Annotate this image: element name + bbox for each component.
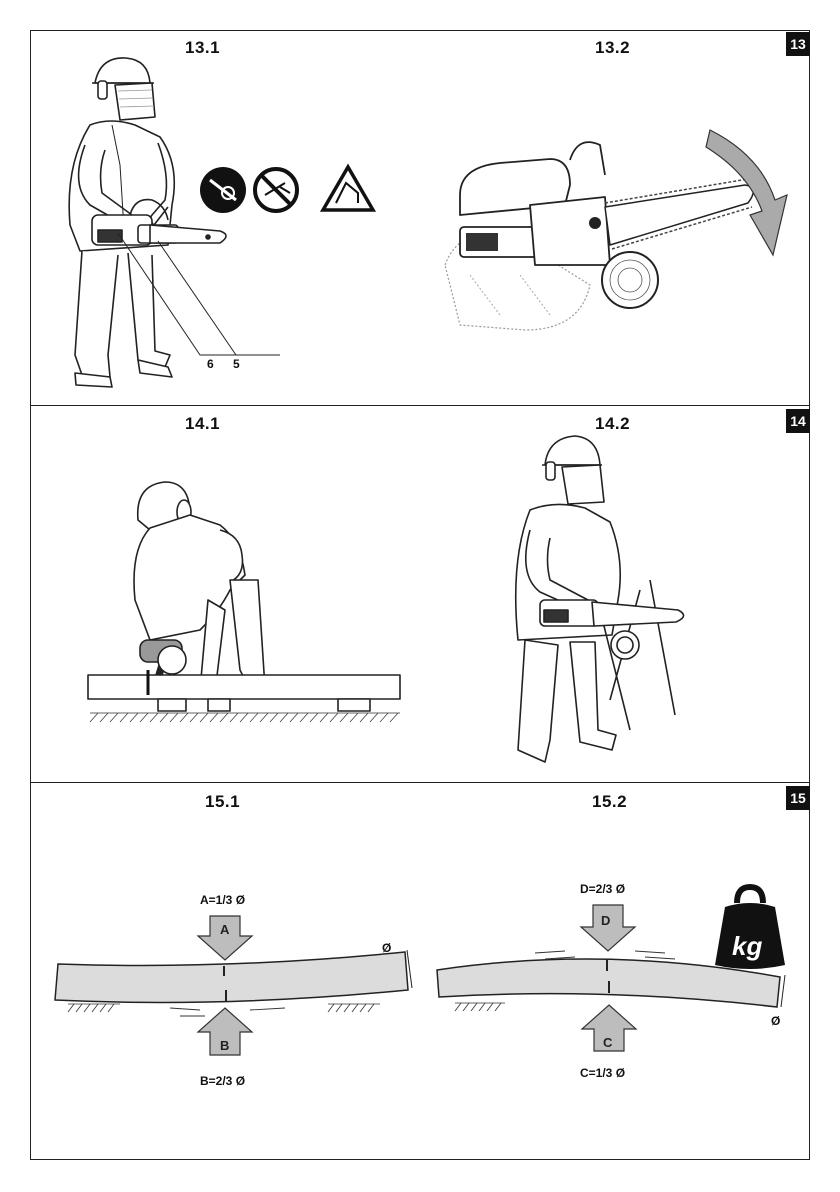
kickback-warning-icon [323, 167, 373, 210]
formula-d: D=2/3 Ø [580, 882, 625, 896]
fig-15-1-title: 15.1 [205, 792, 240, 812]
svg-text:B: B [220, 1038, 229, 1053]
formula-c: C=1/3 Ø [580, 1066, 625, 1080]
callout-6: 6 [207, 357, 214, 371]
operator-two-hand-grip-illustration: 6 5 [40, 55, 400, 400]
svg-text:D: D [601, 913, 610, 928]
svg-text:A: A [220, 922, 230, 937]
ground-cutting-illustration [80, 470, 410, 730]
callout-5: 5 [233, 357, 240, 371]
section-badge-15: 15 [786, 786, 810, 810]
section-badge-13: 13 [786, 32, 810, 56]
formula-b: B=2/3 Ø [200, 1074, 245, 1088]
fig-13-2-title: 13.2 [595, 38, 630, 58]
svg-text:kg: kg [732, 931, 762, 961]
arrow-a: A [198, 916, 252, 960]
no-one-hand-icon [255, 169, 297, 211]
weight-icon: kg [715, 887, 785, 969]
log-beam [55, 952, 408, 1002]
no-pinch-icon [200, 167, 246, 213]
arrow-c: C [582, 1005, 636, 1051]
section-divider [30, 405, 810, 406]
sawhorse-cutting-illustration [500, 430, 700, 775]
fig-15-2-title: 15.2 [592, 792, 627, 812]
section-divider [30, 782, 810, 783]
diameter-symbol: Ø [382, 941, 391, 955]
arrow-d: D [581, 905, 635, 951]
diameter-symbol: Ø [771, 1014, 780, 1028]
formula-a: A=1/3 Ø [200, 893, 245, 907]
log-supported-ends-diagram: A=1/3 Ø A Ø B B=2/3 Ø [40, 880, 425, 1100]
section-badge-14: 14 [786, 409, 810, 433]
arrow-b: B [198, 1008, 252, 1055]
fig-14-1-title: 14.1 [185, 414, 220, 434]
log-supported-middle-diagram: D=2/3 Ø D Ø C C=1/3 Ø kg [425, 875, 805, 1100]
kickback-illustration [430, 115, 800, 345]
svg-text:C: C [603, 1035, 613, 1050]
